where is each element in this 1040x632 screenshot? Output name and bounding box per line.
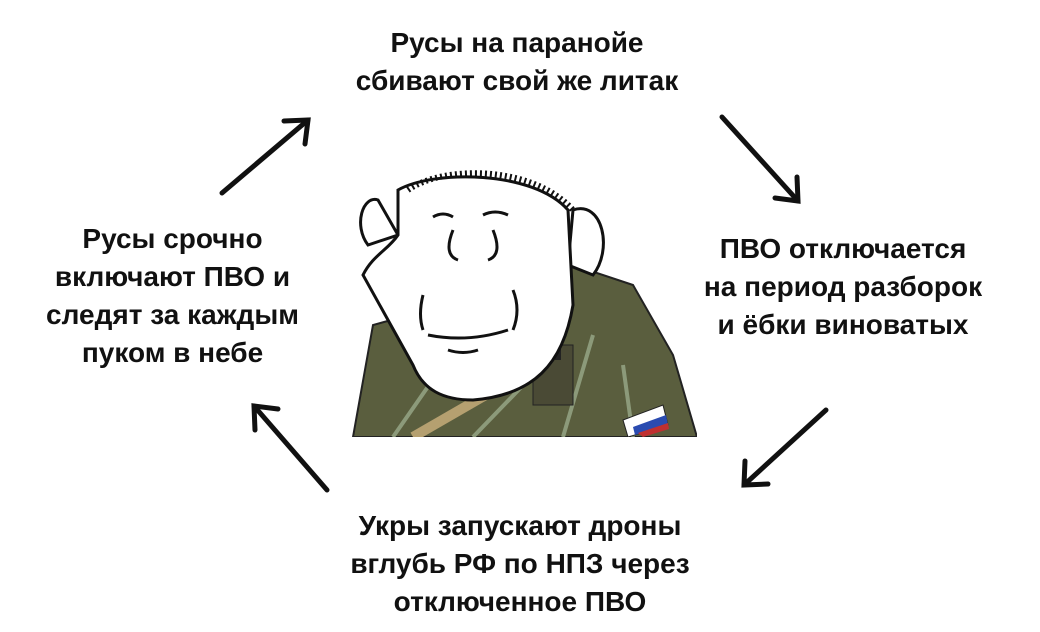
text-line: Русы на паранойе [390,27,644,58]
text-line: на период разборок [703,271,983,302]
cycle-step-top: Русы на паранойе сбивают свой же литак [317,24,717,100]
text-line: сбивают свой же литак [355,65,679,96]
text-line: отключенное ПВО [393,586,647,617]
text-line: пуком в небе [81,337,264,368]
text-line: и ёбки виноватых [717,309,969,340]
cycle-step-right: ПВО отключается на период разборок и ёбк… [668,230,1018,344]
text-line: ПВО отключается [719,233,967,264]
arrow-down-left-icon [741,407,829,488]
soldier-wojak-illustration [351,170,697,437]
text-line: включают ПВО и [54,261,291,292]
cycle-step-bottom: Укры запускают дроны вглубь РФ по НПЗ че… [300,507,740,621]
arrow-up-left-icon [251,403,330,493]
text-line: Укры запускают дроны [358,510,682,541]
text-line: следят за каждым [46,299,299,330]
text-line: Русы срочно [82,223,263,254]
arrow-up-right-icon [219,117,311,196]
text-line: вглубь РФ по НПЗ через [350,548,690,579]
arrow-down-right-icon [719,114,801,204]
cycle-step-left: Русы срочно включают ПВО и следят за каж… [5,220,340,372]
